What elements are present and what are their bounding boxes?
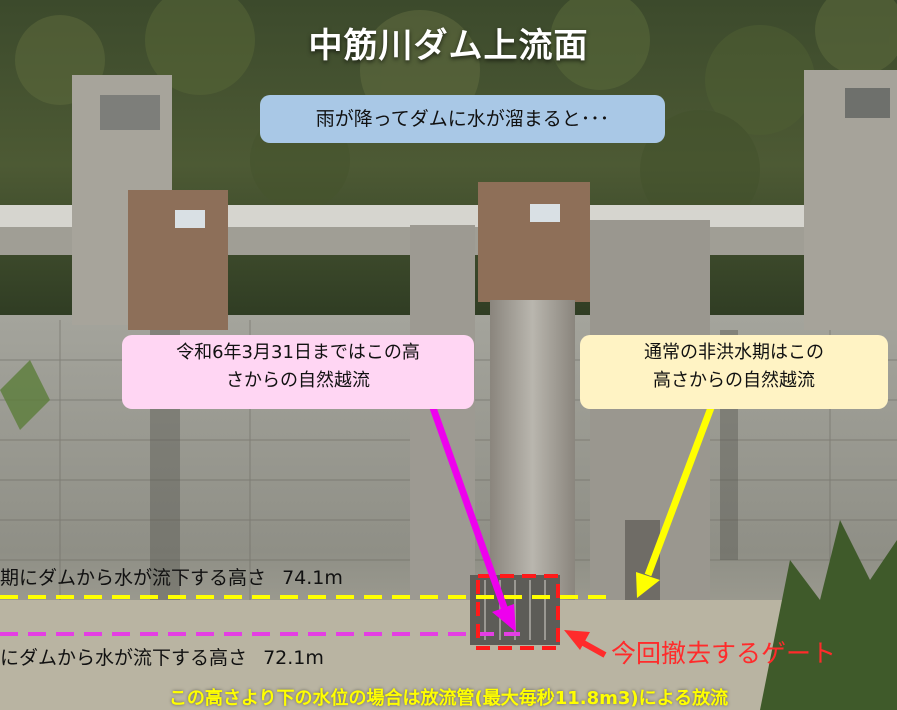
left-tower-window — [100, 95, 160, 130]
yellow-arrow — [636, 403, 716, 598]
pier-left-window — [175, 210, 205, 228]
yellow-callout: 通常の非洪水期はこの 高さからの自然越流 — [580, 335, 888, 409]
pink-callout-line1: 令和6年3月31日まではこの高 — [176, 342, 420, 363]
upper-level-value: 74.1m — [282, 567, 343, 589]
center-spillway-column — [490, 300, 575, 600]
leaf-foliage — [0, 360, 50, 430]
pink-callout: 令和6年3月31日まではこの高 さからの自然越流 — [122, 335, 474, 409]
bottom-note: この高さより下の水位の場合は放流管(最大毎秒11.8m3)による放流 — [168, 688, 729, 709]
pier-mid-left — [410, 225, 475, 600]
lower-level-label: にダムから水が流下する高さ 72.1m — [0, 643, 324, 670]
page-title: 中筋川ダム上流面 — [308, 26, 589, 66]
pier-center — [478, 182, 590, 302]
upper-level-text: 期にダムから水が流下する高さ — [0, 567, 267, 589]
lower-level-text: にダムから水が流下する高さ — [0, 647, 248, 669]
magenta-arrow — [428, 403, 516, 632]
upper-level-label: 期にダムから水が流下する高さ 74.1m — [0, 563, 343, 590]
tree-foliage — [760, 520, 897, 710]
red-gate-arrow — [564, 630, 607, 658]
yellow-callout-line2: 高さからの自然越流 — [653, 370, 815, 391]
gate-label: 今回撤去するゲート — [611, 639, 837, 668]
right-tower-window — [845, 88, 890, 118]
gate-highlight-box — [476, 574, 560, 650]
pier-center-window — [530, 204, 560, 222]
rain-callout: 雨が降ってダムに水が溜まると･･･ — [260, 95, 665, 143]
dam-apron — [0, 600, 897, 710]
yellow-callout-line1: 通常の非洪水期はこの — [644, 342, 824, 363]
pink-callout-line2: さからの自然越流 — [226, 370, 370, 391]
lower-level-value: 72.1m — [263, 647, 324, 669]
